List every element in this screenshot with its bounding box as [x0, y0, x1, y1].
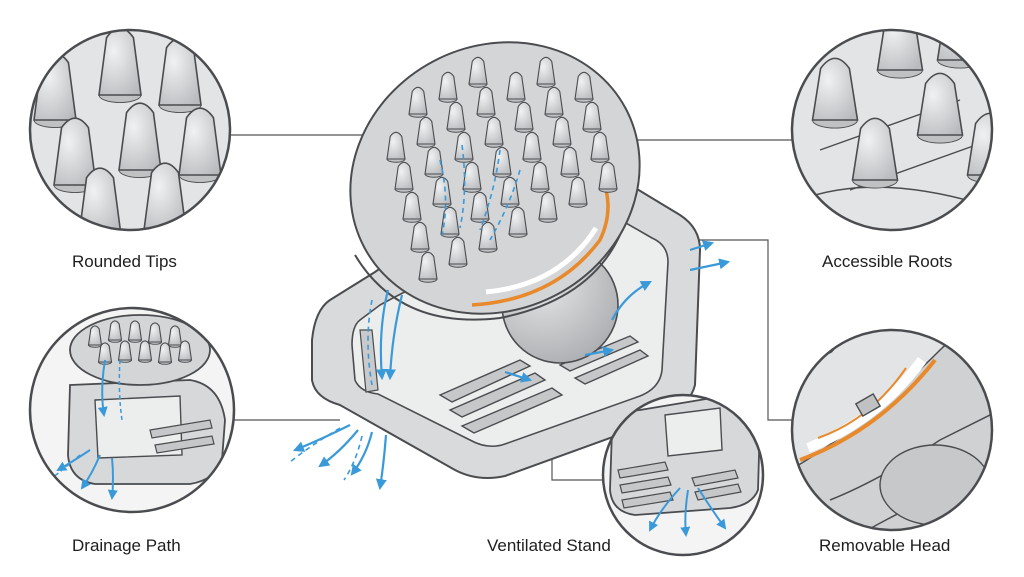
bristle-nub-icon — [582, 101, 602, 133]
bristle-nub-icon — [590, 131, 610, 163]
bristle-nub-icon — [916, 72, 964, 144]
bristle-nub-icon — [137, 340, 153, 363]
bristle-nub-icon — [568, 176, 588, 208]
bristle-nub-icon — [470, 191, 490, 223]
bristle-nub-icon — [432, 176, 452, 208]
callout-removable-head — [790, 280, 994, 532]
bristle-nub-icon — [117, 340, 133, 363]
callout-ventilated-stand — [601, 393, 765, 557]
bristle-nub-icon — [811, 57, 859, 129]
bristle-nub-icon — [87, 325, 103, 348]
bristle-nub-icon — [836, 330, 864, 336]
callout-drainage-path — [28, 306, 236, 514]
bristle-nub-icon — [418, 251, 438, 283]
bristle-nub-icon — [408, 86, 428, 118]
bristle-nub-icon — [476, 86, 496, 118]
bristle-nub-icon — [544, 86, 564, 118]
callout-rounded-tips — [28, 28, 232, 232]
bristle-nub-icon — [416, 116, 436, 148]
bristle-nub-icon — [98, 30, 142, 104]
label-ventilated-stand: Ventilated Stand — [487, 536, 611, 555]
bristle-nub-icon — [118, 102, 162, 179]
bristle-nub-icon — [574, 71, 594, 103]
water-flow-dashed — [289, 144, 521, 481]
bristle-nub-icon — [876, 30, 924, 79]
bristle-nub-icon — [440, 206, 460, 238]
bristle-nub-icon — [462, 161, 482, 193]
bristle-nub-icon — [806, 330, 834, 356]
label-accessible-roots: Accessible Roots — [822, 252, 953, 271]
bristle-nub-icon — [492, 146, 512, 178]
bristle-nub-icon — [560, 146, 580, 178]
bristle-nub-icon — [448, 236, 468, 268]
bristle-nub-icon — [530, 161, 550, 193]
bristle-nub-icon — [127, 320, 143, 343]
silicone-seal-icon — [471, 189, 610, 307]
bristle-nub-icon — [867, 280, 893, 317]
bristle-nub-icon — [386, 131, 406, 163]
bristle-nub-icon — [167, 325, 183, 348]
bristle-nub-icon — [851, 117, 899, 189]
bristle-nub-icon — [552, 116, 572, 148]
bristle-nub-icon — [157, 342, 173, 365]
bristle-nub-icon — [402, 191, 422, 223]
callout-accessible-roots — [790, 28, 994, 232]
bristle-nub-icon — [424, 146, 444, 178]
bristle-nub-icon — [468, 56, 488, 88]
bristle-nub-icon — [508, 206, 528, 238]
bristle-nub-icon — [394, 161, 414, 193]
bristle-nub-icon — [506, 71, 526, 103]
bristle-nub-icon — [178, 107, 222, 184]
main-product — [289, 41, 731, 491]
bristle-nub-icon — [147, 322, 163, 345]
bristle-nub-icon — [484, 116, 504, 148]
bristle-nub-icon — [522, 131, 542, 163]
bristle-nub-icon — [538, 191, 558, 223]
label-drainage-path: Drainage Path — [72, 536, 181, 555]
bristle-nub-icon — [514, 101, 534, 133]
bristle-nub-icon — [410, 221, 430, 253]
bristle-nub-icon — [598, 161, 618, 193]
bristle-nub-icon — [478, 221, 498, 253]
bristle-nub-icon — [177, 340, 193, 363]
label-removable-head: Removable Head — [819, 536, 951, 555]
bristle-nub-icon — [536, 56, 556, 88]
bristle-nub-icon — [446, 101, 466, 133]
bristle-nub-icon — [107, 320, 123, 343]
bristle-nub-icon — [500, 176, 520, 208]
bristle-nub-icon — [438, 71, 458, 103]
label-rounded-tips: Rounded Tips — [72, 252, 177, 271]
